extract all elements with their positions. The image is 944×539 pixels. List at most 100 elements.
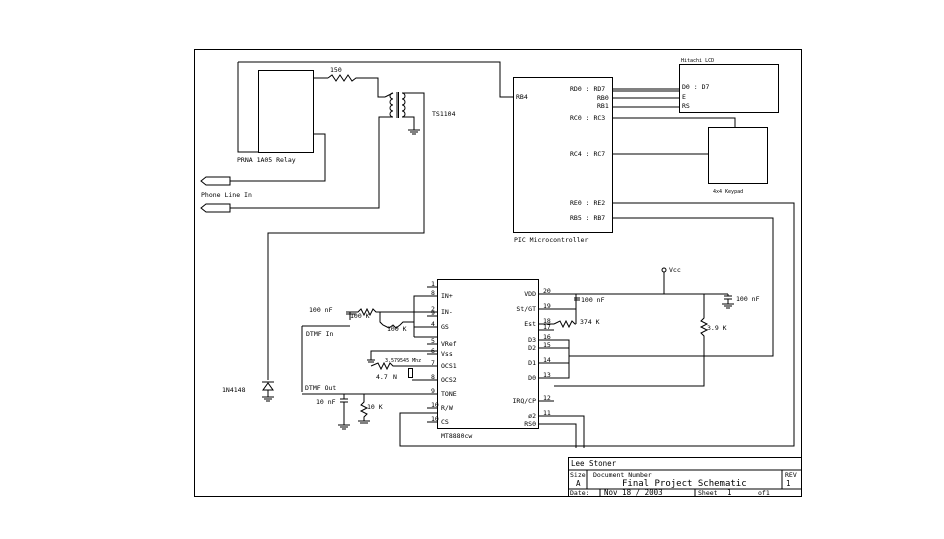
mt-left-pin-number: 10: [431, 401, 439, 409]
pic-pin-rd: RD0 : RD7: [570, 85, 605, 93]
capacitor-10nf-label: 10 nF: [316, 398, 336, 406]
mt-right-pin-name: D0: [528, 374, 536, 382]
sheet-border: [194, 49, 802, 497]
pic-pin-rb0: RB0: [597, 94, 609, 102]
mt-right-pin-name: D2: [528, 344, 536, 352]
date-label: Date:: [570, 489, 590, 497]
diode-label: 1N4148: [222, 386, 246, 394]
phone-line-label: Phone Line In: [201, 191, 252, 199]
dtmf-in-label: DTMF In: [306, 330, 333, 338]
mt-left-pin-name: IN-: [441, 308, 453, 316]
resistor-100k-a-label: 100 K: [350, 312, 370, 320]
mt-left-pin-number: 8: [431, 373, 435, 381]
mt-left-pin-number: 2: [431, 305, 435, 313]
keypad: 4x4 Keypad: [708, 127, 768, 195]
sheet-of: of1: [758, 489, 770, 497]
transformer: TS1104: [230, 92, 456, 380]
size-value: A: [576, 479, 581, 488]
sheet-label: Sheet: [698, 489, 718, 497]
mt-left-pin-number: 7: [431, 359, 435, 367]
mt-right-pin-number: 11: [543, 409, 551, 417]
date-value: Nov 18 / 2003: [604, 488, 663, 497]
mt-right-pin-number: 19: [543, 302, 551, 310]
pic-pin-re: RE0 : RE2: [570, 199, 605, 207]
document-title: Final Project Schematic: [622, 479, 747, 489]
lcd-label: Hitachi LCD: [681, 58, 714, 64]
resistor-4-7-label: 4.7: [376, 373, 388, 381]
mt-right-pin-number: 18: [543, 317, 551, 325]
crystal-label: 3.579545 Mhz: [385, 358, 421, 364]
mt-right-pin-name: St/GT: [516, 305, 536, 313]
resistor-4-7-unit: N: [393, 373, 397, 381]
author: Lee Stoner: [571, 459, 617, 468]
title-block: Lee Stoner Size A Document Number Final …: [568, 457, 802, 497]
mt8880-chip: MT8880cw: [437, 279, 539, 440]
mt-left-pin-name: OCS1: [441, 362, 457, 370]
capacitor-100nf-right-label: 100 nF: [736, 295, 760, 303]
crystal-network: 3.579545 Mhz 4.7 N: [367, 343, 437, 381]
document-number-label: Document Number: [593, 471, 652, 479]
pic-pin-rb1: RB1: [597, 102, 609, 110]
rev-label: REV: [785, 471, 797, 479]
mt-left-pin-number: 1: [431, 280, 435, 288]
relay: PRNA 1A05 Relay: [237, 70, 314, 164]
pic-pin-rb5: RB5 : RB7: [570, 214, 605, 222]
mt-left-pin-number: 9: [431, 309, 435, 317]
mt-right-pin-number: 17: [543, 323, 551, 331]
mt-right-pin-name: D1: [528, 359, 536, 367]
mt-left-pin-number: 4: [431, 320, 435, 328]
mt-right-pin-number: 16: [543, 333, 551, 341]
vcc-symbol: Vcc: [661, 266, 681, 294]
resistor-10k-label: 10 K: [367, 403, 383, 411]
capacitor-100nf-input-label: 100 nF: [309, 306, 333, 314]
pic-microcontroller: RB4 RD0 : RD7 RB0 RB1 RC0 : RC3 RC4 : RC…: [513, 77, 613, 244]
lcd-pin-data: D0 : D7: [682, 83, 709, 91]
mt-right-pin-name: VDD: [524, 290, 536, 298]
mt-left-pin-name: OCS2: [441, 376, 457, 384]
mt-right-pin-number: 14: [543, 356, 551, 364]
pic-pin-rc4: RC4 : RC7: [570, 150, 605, 158]
capacitor-100nf-right: 100 nF: [722, 294, 760, 309]
rev-value: 1: [786, 479, 791, 488]
capacitor-100nf-stgt: 100 nF 374 K: [574, 296, 605, 326]
size-label: Size: [570, 471, 586, 479]
mt-left-pin-name: Vss: [441, 350, 453, 358]
lcd-module: Hitachi LCD D0 : D7 E RS: [679, 58, 779, 113]
mt-left-pin-number: 9: [431, 387, 435, 395]
mt-left-pin-name: VRef: [441, 340, 457, 348]
mt-right-pin-name: D3: [528, 336, 536, 344]
output-network: DTMF Out 10 nF 10 K: [302, 384, 437, 430]
input-network: 100 nF 100 K 100 K DTMF In: [301, 295, 437, 392]
lcd-pin-rs: RS: [682, 102, 690, 110]
mt-left-pin-number: 8: [431, 289, 435, 297]
resistor-3-9k-label: 3.9 K: [707, 324, 727, 332]
pic-pin-rc0: RC0 : RC3: [570, 114, 605, 122]
mt-left-pin-number: 10: [431, 415, 439, 423]
mt-right-pin-name: IRQ/CP: [513, 397, 537, 405]
mt-right-pin-name: RS0: [524, 420, 536, 428]
pic-pin-rb4: RB4: [516, 93, 528, 101]
mt8880-label: MT8880cw: [441, 432, 472, 440]
mt-right-pin-name: ø2: [528, 412, 536, 420]
phone-line-connector: Phone Line In: [200, 176, 252, 213]
mt-right-pin-number: 15: [543, 341, 551, 349]
resistor-374k-label: 374 K: [580, 318, 600, 326]
mt-left-pin-number: 6: [431, 347, 435, 355]
mt-left-pin-name: TONE: [441, 390, 457, 398]
mt-left-pin-number: 5: [431, 337, 435, 345]
mt-right-pin-number: 20: [543, 287, 551, 295]
keypad-label: 4x4 Keypad: [713, 189, 743, 195]
lcd-pin-e: E: [682, 93, 686, 101]
transformer-label: TS1104: [432, 110, 456, 118]
vcc-label: Vcc: [669, 266, 681, 274]
diode-1n4148: 1N4148: [222, 381, 274, 402]
mt-left-pin-name: IN+: [441, 292, 453, 300]
resistor-150: 150: [327, 66, 385, 98]
capacitor-100nf-stgt-label: 100 nF: [581, 296, 605, 304]
resistor-150-label: 150: [330, 66, 342, 74]
mt-right-pin-name: Est: [524, 320, 536, 328]
mt-left-pin-name: CS: [441, 418, 449, 426]
mt-left-pin-name: GS: [441, 323, 449, 331]
